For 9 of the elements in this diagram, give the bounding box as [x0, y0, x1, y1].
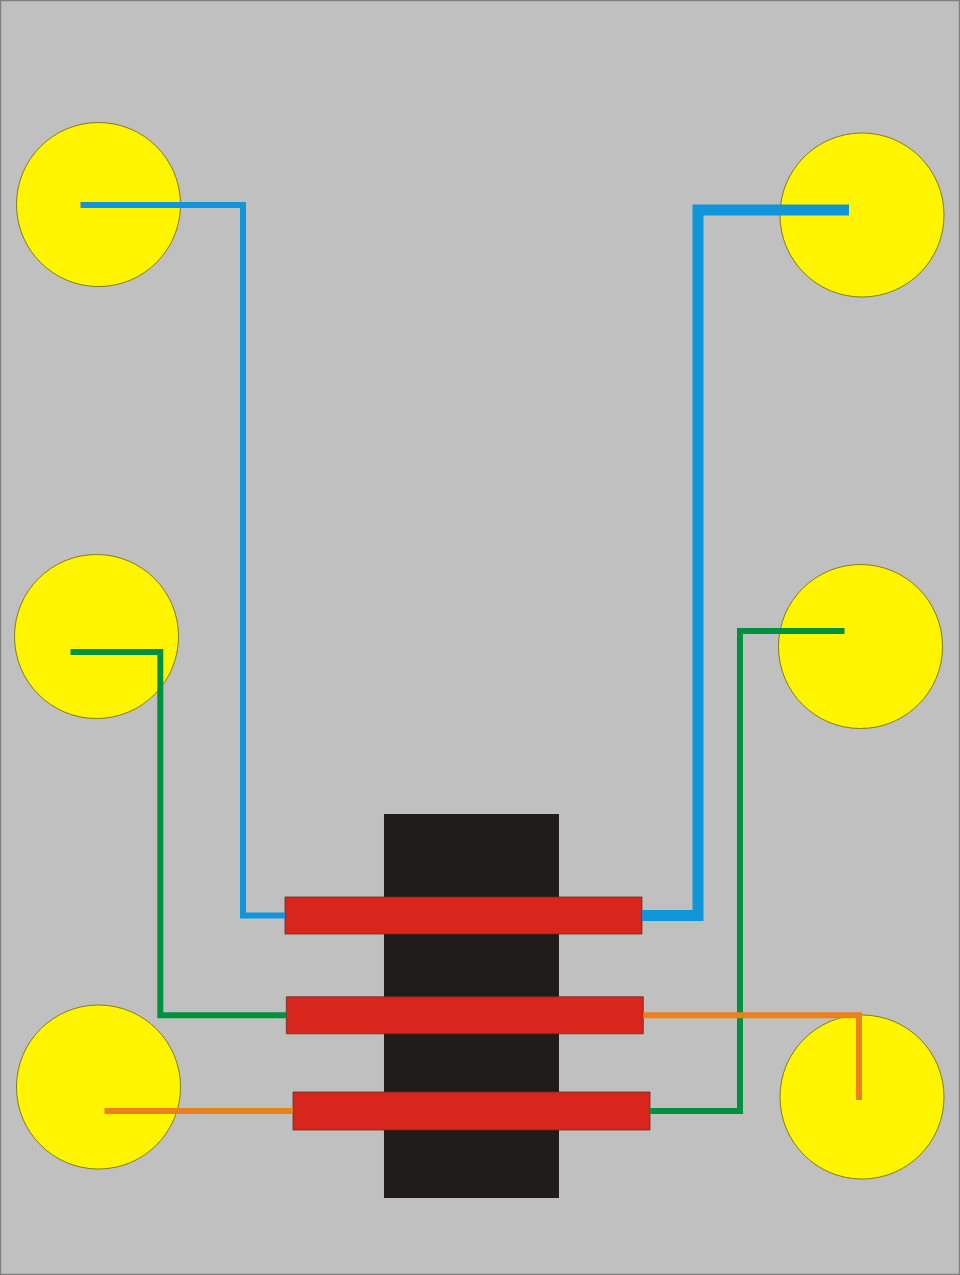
circle [16, 122, 181, 287]
bar [284, 896, 643, 935]
circle [14, 554, 179, 719]
circle [779, 132, 945, 298]
circle [16, 1004, 181, 1170]
bar [292, 1091, 651, 1131]
bar [285, 996, 644, 1035]
circle [778, 564, 943, 729]
circle [779, 1014, 945, 1180]
